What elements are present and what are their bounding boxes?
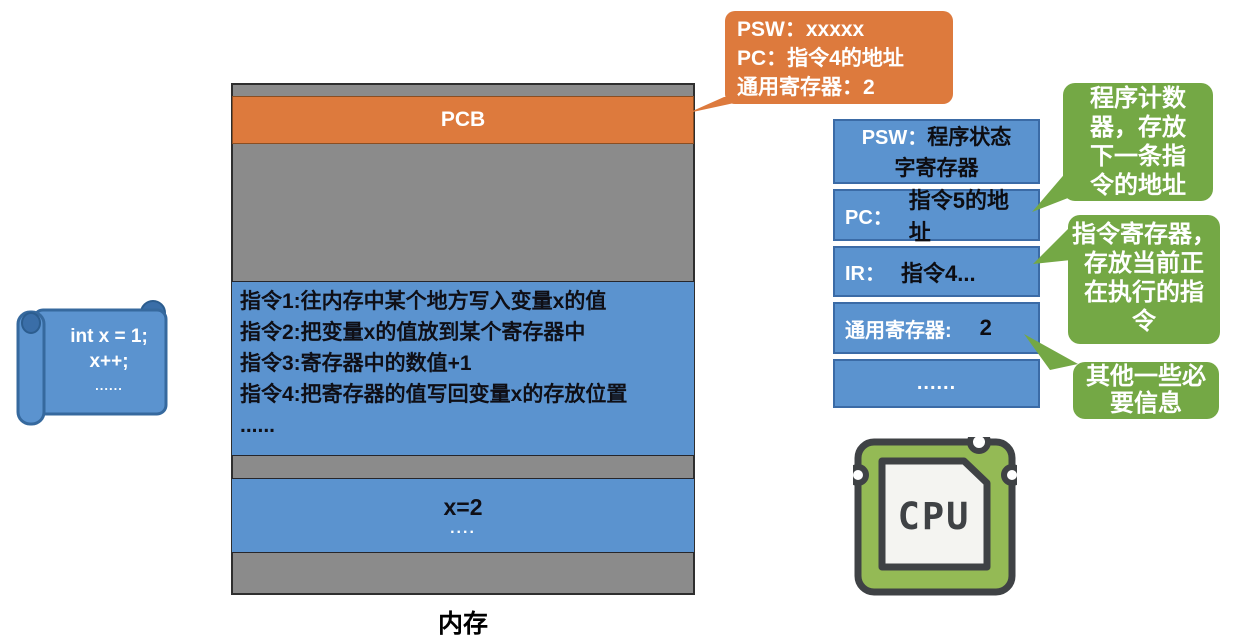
register-general-purpose: 通用寄存器: 2 — [833, 302, 1040, 354]
memory-block: PCB 指令1:往内存中某个地方写入变量x的值 指令2:把变量x的值放到某个寄存… — [231, 83, 695, 595]
annotation-line: 下一条指 — [1090, 143, 1186, 170]
snapshot-line: PC：指令4的地址 — [737, 47, 904, 70]
register-name: PSW： — [861, 127, 928, 149]
cpu-label: CPU — [898, 495, 971, 538]
variable-value: x=2 — [443, 493, 483, 520]
register-ir: IR： 指令4... — [833, 246, 1040, 297]
pcb-snapshot-callout: PSW：xxxxx PC：指令4的地址 通用寄存器：2 — [725, 11, 953, 104]
instruction-line: 指令2:把变量x的值放到某个寄存器中 — [240, 321, 586, 344]
cpu-icon: CPU — [847, 430, 1023, 597]
snapshot-callout-tail — [688, 97, 762, 113]
annotation-line: 要信息 — [1110, 390, 1182, 417]
register-others: ...... — [833, 359, 1040, 408]
annotation-line: 其他一些必 — [1086, 363, 1206, 390]
annotation-others: 其他一些必 要信息 — [1073, 362, 1219, 419]
register-value: 指令4... — [901, 260, 976, 286]
code-line: int x = 1; — [70, 326, 148, 347]
annotation-ir-tail — [1033, 226, 1071, 264]
annotation-line: 令 — [1132, 308, 1156, 335]
code-scroll: int x = 1; x++; ...... — [12, 296, 174, 432]
instruction-line: ...... — [240, 414, 276, 437]
scroll-shape-icon — [16, 300, 168, 426]
annotation-pc: 程序计数 器，存放 下一条指 令的地址 — [1063, 83, 1213, 201]
annotation-line: 指令寄存器， — [1072, 221, 1216, 248]
annotation-line: 在执行的指 — [1084, 279, 1204, 306]
register-value: 指令5的地址 — [908, 188, 1010, 245]
annotation-ir: 指令寄存器， 存放当前正 在执行的指 令 — [1068, 215, 1220, 344]
annotation-line: 程序计数 — [1090, 85, 1186, 112]
code-line: x++; — [89, 351, 129, 372]
register-psw: PSW：程序状态字寄存器 — [833, 119, 1040, 184]
register-value: 程序状态字寄存器 — [894, 126, 1012, 180]
instruction-line: 指令1:往内存中某个地方写入变量x的值 — [240, 290, 607, 313]
snapshot-line: PSW：xxxxx — [737, 18, 865, 41]
register-name: PC： — [845, 206, 893, 229]
register-name: IR： — [845, 263, 885, 285]
memory-label: 内存 — [437, 610, 488, 638]
pcb-segment: PCB — [232, 96, 694, 144]
variable-segment: x=2 .... — [232, 478, 694, 553]
annotation-others-tail — [1024, 334, 1078, 370]
register-value: 2 — [979, 315, 992, 340]
snapshot-line: 通用寄存器：2 — [737, 76, 875, 99]
code-line: ...... — [95, 378, 123, 393]
ellipsis-dots: .... — [450, 519, 476, 537]
ellipsis-dots: ...... — [916, 372, 957, 394]
instruction-segment: 指令1:往内存中某个地方写入变量x的值 指令2:把变量x的值放到某个寄存器中 指… — [232, 281, 694, 456]
annotation-line: 器，存放 — [1090, 114, 1186, 141]
instruction-line: 指令4:把寄存器的值写回变量x的存放位置 — [240, 383, 628, 406]
annotation-line: 存放当前正 — [1084, 250, 1204, 277]
register-name: 通用寄存器: — [845, 319, 952, 342]
code-snippet: int x = 1; x++; ...... — [46, 324, 172, 398]
register-pc: PC： 指令5的地址 — [833, 188, 1040, 245]
instruction-line: 指令3:寄存器中的数值+1 — [240, 352, 472, 375]
annotation-pc-tail — [1032, 170, 1068, 212]
annotation-line: 令的地址 — [1090, 172, 1186, 199]
